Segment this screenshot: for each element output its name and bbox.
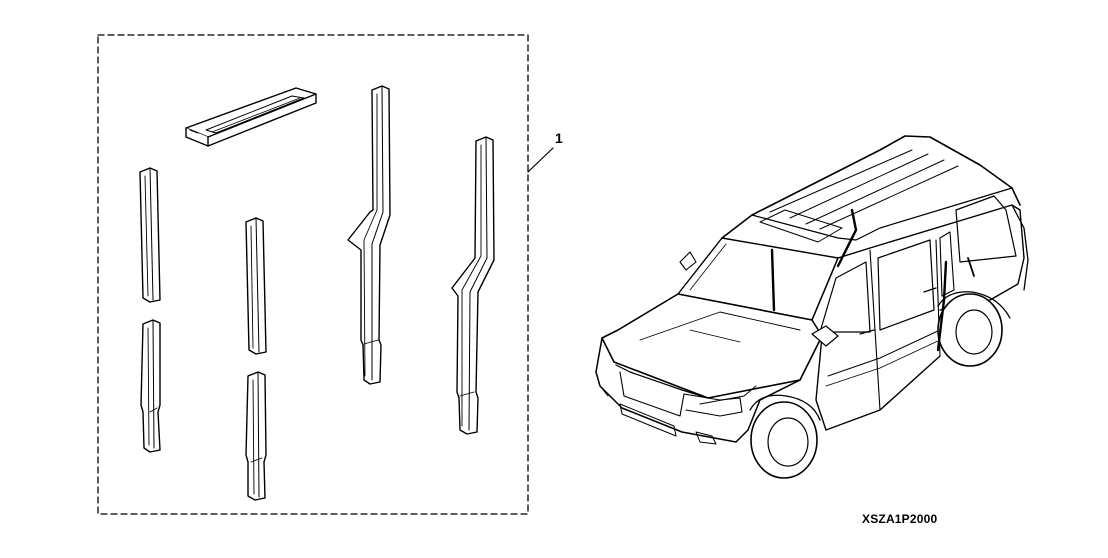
weather-strip-short-1 <box>139 167 161 303</box>
weather-strip-short-3 <box>140 319 161 453</box>
clip-tool-part <box>185 87 317 147</box>
kit-boundary-box <box>97 34 529 515</box>
weather-strip-short-4 <box>245 371 267 501</box>
weather-strip-long-2 <box>451 136 495 435</box>
callout-leader-line <box>527 147 554 173</box>
diagram-reference-code: XSZA1P2000 <box>862 512 938 526</box>
weather-strip-short-2 <box>245 217 267 355</box>
part-callout-number: 1 <box>555 130 563 146</box>
suv-vehicle-illustration <box>595 135 1029 479</box>
weather-strip-long-1 <box>347 85 391 385</box>
